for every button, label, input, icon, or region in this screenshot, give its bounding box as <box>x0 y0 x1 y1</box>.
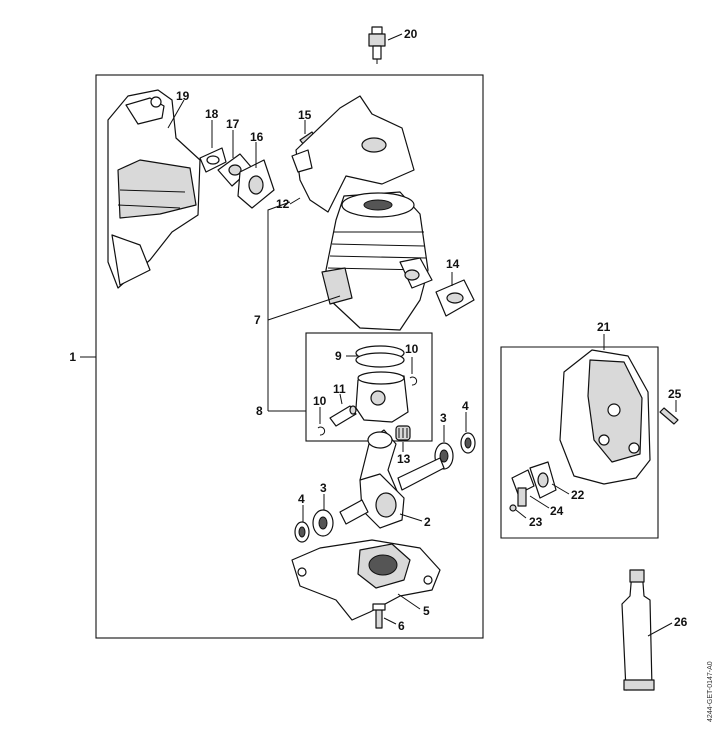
callout-7: 7 <box>254 313 261 327</box>
leader-7 <box>267 295 341 321</box>
piston-ring-part[interactable] <box>355 345 405 368</box>
needle-cage-part[interactable] <box>395 425 411 441</box>
callout-23: 23 <box>529 515 543 529</box>
callout-26: 26 <box>674 615 688 629</box>
oil-seal-part-lower[interactable] <box>294 521 310 543</box>
callout-5: 5 <box>423 604 430 618</box>
leader-12a <box>289 197 301 205</box>
crankcase-cover-part[interactable] <box>559 349 651 485</box>
oil-seal-part-upper[interactable] <box>460 432 476 454</box>
callout-6: 6 <box>398 619 405 633</box>
leader-11 <box>339 393 343 405</box>
callout-19: 19 <box>176 89 190 103</box>
callout-18: 18 <box>205 107 219 121</box>
crankshaft-part[interactable] <box>339 429 445 529</box>
leader-24 <box>529 495 550 509</box>
leader-26 <box>647 622 673 637</box>
callout-11: 11 <box>333 382 346 396</box>
leader-19 <box>167 99 185 129</box>
fitting-part[interactable] <box>511 469 535 507</box>
circlip-part-lower[interactable] <box>317 426 326 436</box>
leader-2 <box>399 513 423 522</box>
exhaust-gasket-part[interactable] <box>435 279 475 317</box>
screw-part-23[interactable] <box>509 504 517 512</box>
callout-3-upper: 3 <box>440 411 447 425</box>
plate-part[interactable] <box>237 159 275 209</box>
callout-4-lower: 4 <box>298 492 305 506</box>
piston-part[interactable] <box>355 371 409 423</box>
callout-25: 25 <box>668 387 682 401</box>
callout-24: 24 <box>550 504 564 518</box>
screw-part-6[interactable] <box>372 603 386 629</box>
callout-2: 2 <box>424 515 431 529</box>
drawing-code: 4244-GET-0147-A0 <box>707 661 714 722</box>
piston-pin-part[interactable] <box>329 405 357 427</box>
callout-8: 8 <box>256 404 263 418</box>
spark-plug-part[interactable] <box>368 26 386 64</box>
callout-12: 12 <box>276 197 290 211</box>
gasket-part[interactable] <box>199 147 227 173</box>
callout-3-lower: 3 <box>320 481 327 495</box>
circlip-part-upper[interactable] <box>409 376 418 386</box>
callout-22: 22 <box>571 488 585 502</box>
callout-13: 13 <box>397 452 411 466</box>
callout-10-upper: 10 <box>405 342 419 356</box>
leader-22 <box>551 483 570 495</box>
cylinder-part[interactable] <box>321 191 433 331</box>
callout-4-upper: 4 <box>462 399 469 413</box>
callout-17: 17 <box>226 117 240 131</box>
leader-5 <box>397 593 421 610</box>
callout-10-lower: 10 <box>313 394 327 408</box>
callout-16: 16 <box>250 130 264 144</box>
fan-housing-part[interactable] <box>107 89 201 289</box>
callout-15: 15 <box>298 108 312 122</box>
callout-21: 21 <box>597 320 611 334</box>
leader-6 <box>383 617 397 625</box>
cover-gasket-part[interactable] <box>529 461 557 499</box>
crankcase-part[interactable] <box>291 539 441 621</box>
callout-20: 20 <box>404 27 418 41</box>
cover-group-frame <box>500 346 659 539</box>
callout-1: 1 <box>69 350 76 364</box>
leader-20 <box>387 33 403 41</box>
ball-bearing-part-lower[interactable] <box>312 509 334 537</box>
callout-14: 14 <box>446 257 460 271</box>
grease-tube-part[interactable] <box>621 569 655 691</box>
leader-23 <box>515 509 527 519</box>
screw-part-25[interactable] <box>659 407 679 425</box>
cylinder-shroud-part[interactable] <box>291 95 415 213</box>
bracket-12-8 <box>267 201 291 411</box>
callout-9: 9 <box>335 349 342 363</box>
